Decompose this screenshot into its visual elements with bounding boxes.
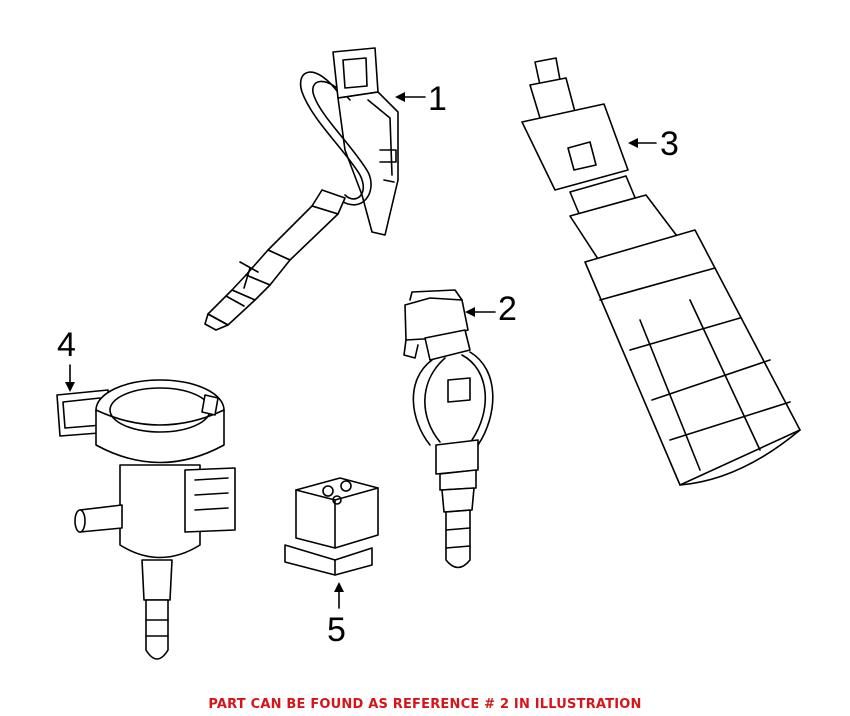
callout-number-4: 4 [57, 326, 76, 364]
part-3-ignition-coil [521, 57, 801, 486]
callout-arrows [65, 92, 657, 609]
part-1-oxygen-sensor [204, 47, 399, 331]
part-4-purge-valve [56, 379, 236, 660]
part-2-sensor [403, 289, 494, 569]
callout-number-2: 2 [498, 290, 517, 328]
callout-number-3: 3 [660, 125, 679, 163]
callout-number-5: 5 [327, 611, 346, 649]
reference-note: PART CAN BE FOUND AS REFERENCE # 2 IN IL… [208, 697, 642, 712]
part-5-connector-block [284, 477, 379, 576]
callout-number-1: 1 [428, 80, 447, 118]
